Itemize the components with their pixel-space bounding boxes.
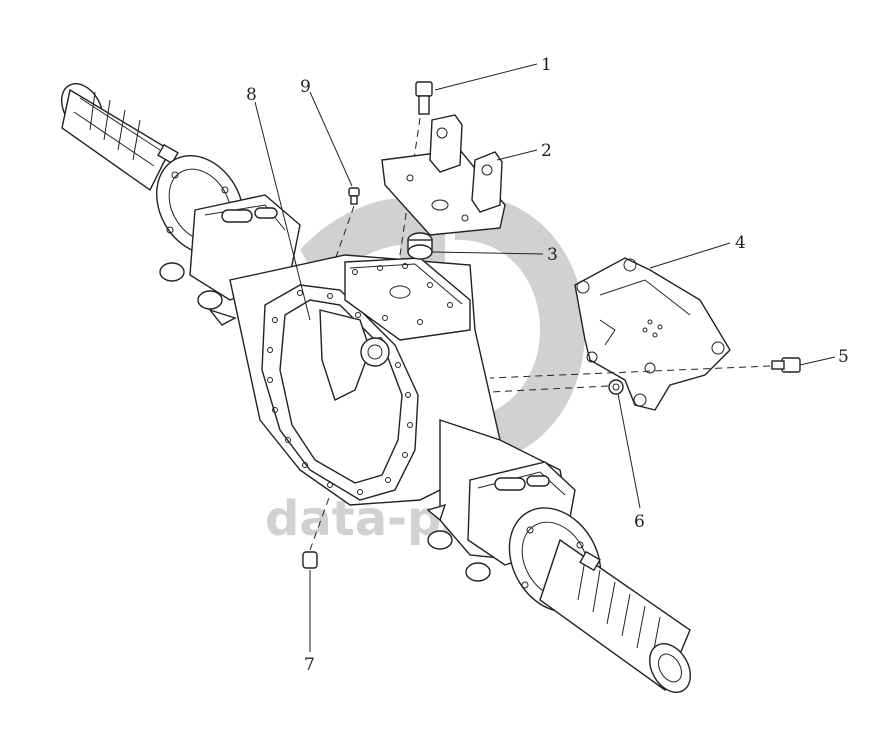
- bolt-part-1: [399, 81, 433, 256]
- callout-7: 7: [304, 655, 315, 675]
- callout-2: 2: [541, 141, 552, 161]
- bolt-part-5: [489, 357, 801, 379]
- axle-housing: [61, 83, 691, 693]
- callout-1: 1: [541, 55, 552, 75]
- callout-5: 5: [838, 347, 849, 367]
- nut-part-6: [489, 379, 624, 395]
- breather-part-9: [334, 187, 360, 261]
- callout-6: 6: [634, 512, 645, 532]
- plug-part-7: [302, 494, 331, 569]
- bushing-part-3: [407, 232, 433, 260]
- callout-9: 9: [300, 77, 311, 97]
- leader-lines: [254, 63, 836, 652]
- side-bracket-part-4: [574, 257, 731, 411]
- callout-4: 4: [735, 233, 746, 253]
- callout-labels: 1 2 3 4 5 6 7 8 9: [246, 55, 849, 675]
- upper-bracket-part-2: [381, 114, 506, 236]
- callout-3: 3: [547, 245, 558, 265]
- callout-8: 8: [246, 85, 257, 105]
